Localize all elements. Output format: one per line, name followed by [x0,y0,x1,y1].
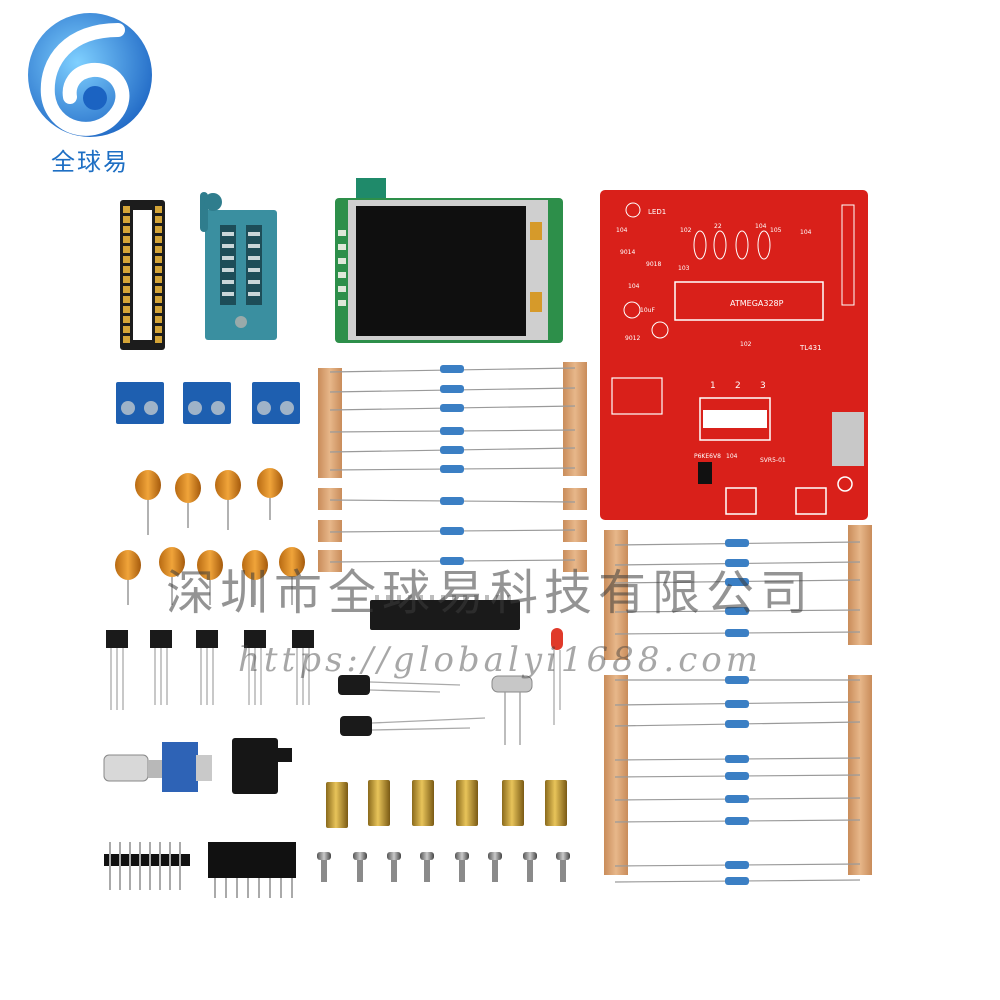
rotary-encoder [103,742,212,792]
pcb-header-num-3: 3 [760,381,766,391]
microcontroller-chip [370,595,520,630]
pcb-label-7: 104 [800,229,812,236]
pin-header-male [104,842,190,890]
pcb-label-6: 105 [770,227,782,234]
red-pcb: ATMEGA328P TL431 LED1 1 2 3 104 22 104 9… [600,190,868,520]
pcb-header-num-2: 2 [735,381,741,391]
electrolytic-capacitors [338,675,486,736]
pcb-label-8: 103 [678,265,690,272]
pcb-label-10: 104 [628,283,640,290]
dc-power-jack [232,738,292,794]
transistors [106,630,314,710]
resistor-strip-right [604,525,872,885]
pcb-regulator-label: TL431 [799,344,822,352]
pcb-label-3: 9014 [620,249,635,256]
pcb-chip-label: ATMEGA328P [730,299,784,308]
pcb-label-2: 104 [755,223,767,230]
pcb-header-num-1: 1 [710,381,716,391]
pcb-label-13: P6KE6V8 [694,453,721,460]
pcb-label-11: 9012 [625,335,640,342]
red-led [551,628,563,725]
pcb-label-15: SVR5-01 [760,457,786,464]
brass-standoffs [326,780,567,828]
pcb-led-label: LED1 [648,208,666,216]
terminal-blocks [116,382,300,424]
pcb-label-5: 102 [680,227,692,234]
crystal-oscillator [491,675,533,745]
pcb-label-1: 22 [714,223,722,230]
resistor-strip-left [318,362,587,572]
watermark-url: https://globalyi1688.com [238,640,762,680]
pcb-label-9: 10uF [640,307,655,314]
brand-logo [28,13,152,137]
pcb-label-0: 104 [616,227,628,234]
pcb-label-4: 9018 [646,261,661,268]
watermark-company: 深圳市全球易科技有限公司 [165,565,814,621]
ic-socket [120,200,165,350]
pin-header-female [208,842,296,898]
zif-socket [200,192,277,340]
pcb-label-14: 104 [726,453,738,460]
tft-display [335,178,563,343]
screws [317,852,570,882]
brand-logo-text: 全球易 [51,148,129,176]
pcb-label-12: 102 [740,341,752,348]
